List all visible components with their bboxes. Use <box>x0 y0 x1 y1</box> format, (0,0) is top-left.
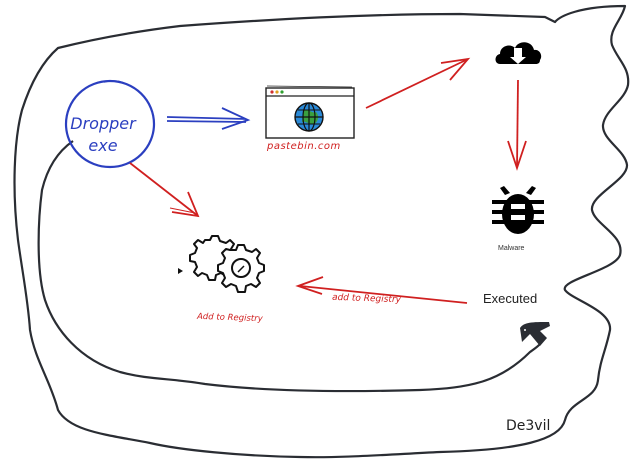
dropper-circle-overstroke <box>103 80 127 85</box>
malware-node-label: Malware <box>498 245 525 252</box>
author-signature: De3vil <box>506 418 551 434</box>
dropper-node-label: Dropper exe <box>66 113 140 157</box>
cursor-pointer-icon[interactable] <box>520 322 550 346</box>
cloud-download-icon[interactable] <box>495 42 542 64</box>
cursor-dot <box>524 329 526 331</box>
inner-loop-line <box>37 140 543 393</box>
executed-node-label: Executed <box>483 291 538 306</box>
outer-border <box>13 4 630 459</box>
small-pointer-icon <box>178 268 183 274</box>
dropper-label-line1: Dropper <box>70 114 136 133</box>
browser-globe-icon[interactable] <box>265 85 355 139</box>
edge-download-to-malware <box>507 79 527 171</box>
gears-icon[interactable] <box>189 235 265 293</box>
edge-dropper-to-registry <box>129 162 200 218</box>
edge-pastebin-to-download <box>365 57 471 109</box>
dropper-label-line2: exe <box>88 136 118 155</box>
bug-icon[interactable] <box>492 186 544 234</box>
pastebin-node-label: pastebin.com <box>267 141 341 152</box>
edge-executed-to-registry <box>295 276 468 304</box>
edge-dropper-to-pastebin <box>166 107 251 130</box>
